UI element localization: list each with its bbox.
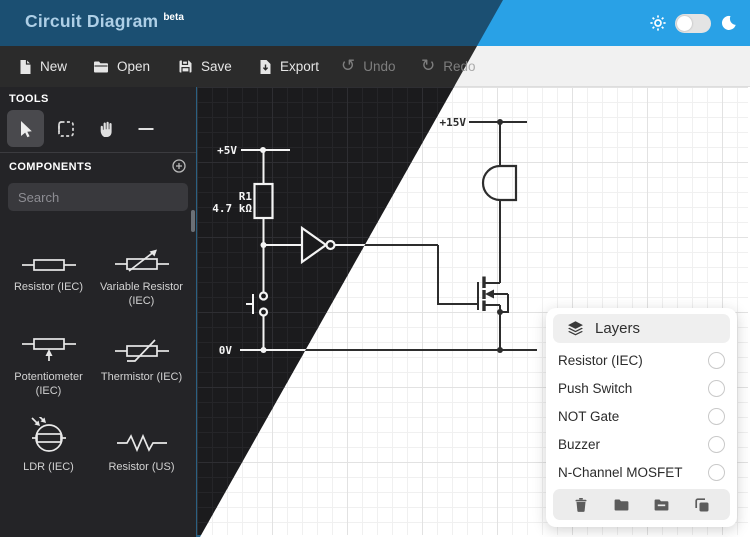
- save-label: Save: [201, 59, 232, 74]
- add-component-button[interactable]: [172, 159, 186, 173]
- component-item-potentiometer-iec[interactable]: Potentiometer (IEC): [2, 315, 95, 405]
- marquee-icon: [57, 120, 74, 137]
- layer-radio-n-channel-mosfet[interactable]: [708, 463, 725, 481]
- new-label: New: [40, 59, 68, 74]
- marquee-select-tool-button[interactable]: [47, 110, 84, 147]
- beta-badge: beta: [163, 12, 184, 23]
- undo-label: Undo: [363, 59, 396, 74]
- layers-list: Resistor (IEC) Push Switch NOT Gate Buzz…: [546, 346, 737, 486]
- theme-toggle[interactable]: [675, 13, 711, 33]
- layer-row-push-switch[interactable]: Push Switch: [546, 374, 737, 402]
- save-button[interactable]: Save: [178, 46, 232, 87]
- export-file-icon: [258, 59, 272, 75]
- resistor-us-icon: [116, 433, 167, 453]
- ungroup-layer-button[interactable]: [653, 497, 670, 513]
- group-layer-button[interactable]: [613, 497, 630, 513]
- duplicate-layer-button[interactable]: [694, 497, 710, 513]
- component-item-resistor-us[interactable]: Resistor (US): [95, 405, 188, 495]
- resistor-iec-icon: [21, 259, 76, 271]
- theme-toggle-knob[interactable]: [677, 15, 692, 31]
- layer-row-resistor-iec[interactable]: Resistor (IEC): [546, 346, 737, 374]
- plus-circle-icon: [172, 159, 186, 173]
- app-title: Circuit Diagram: [25, 11, 159, 31]
- layer-radio-buzzer[interactable]: [708, 435, 725, 453]
- theme-controls: [650, 0, 736, 46]
- layer-radio-resistor-iec[interactable]: [708, 351, 725, 369]
- layer-radio-not-gate[interactable]: [708, 407, 725, 425]
- component-item-thermistor-iec[interactable]: Thermistor (IEC): [95, 315, 188, 405]
- new-button[interactable]: New: [18, 46, 67, 87]
- sidebar: TOOLS: [0, 87, 196, 537]
- export-label: Export: [280, 59, 320, 74]
- layer-row-not-gate[interactable]: NOT Gate: [546, 402, 737, 430]
- line-icon: [138, 127, 153, 130]
- layers-panel: Layers Resistor (IEC) Push Switch NOT Ga…: [546, 308, 737, 527]
- component-list: Resistor (IEC) Variable Resistor (IEC): [2, 225, 188, 495]
- moon-icon: [721, 15, 736, 30]
- undo-icon: ↺: [341, 56, 356, 76]
- pan-tool-button[interactable]: [87, 110, 124, 147]
- layers-panel-footer: [553, 489, 730, 520]
- redo-icon: ↻: [421, 56, 436, 76]
- layer-row-buzzer[interactable]: Buzzer: [546, 430, 737, 458]
- cursor-icon: [20, 120, 32, 137]
- app-title-wrap: Circuit Diagram beta: [25, 11, 184, 32]
- tools-section-title: TOOLS: [9, 93, 49, 105]
- new-file-icon: [18, 59, 32, 75]
- save-floppy-icon: [178, 59, 193, 74]
- trash-icon: [575, 497, 587, 512]
- toolbar: New Open Save: [0, 46, 503, 87]
- layers-panel-title: Layers: [595, 320, 641, 337]
- component-item-ldr-iec[interactable]: LDR (IEC): [2, 405, 95, 495]
- components-section-header: COMPONENTS: [0, 152, 196, 178]
- layers-icon: [568, 321, 583, 336]
- folder-icon: [614, 498, 629, 511]
- components-scrollbar-thumb[interactable]: [191, 210, 195, 232]
- thermistor-iec-icon: [114, 339, 169, 362]
- export-button[interactable]: Export: [258, 46, 319, 87]
- hand-icon: [100, 121, 112, 137]
- select-tool-button[interactable]: [7, 110, 44, 147]
- tools-row: [7, 110, 164, 147]
- undo-button[interactable]: ↺ Undo: [341, 46, 396, 87]
- potentiometer-iec-icon: [21, 338, 76, 361]
- component-search-input[interactable]: [8, 183, 188, 211]
- layer-row-n-channel-mosfet[interactable]: N-Channel MOSFET: [546, 458, 737, 486]
- delete-layer-button[interactable]: [573, 497, 589, 513]
- layer-radio-push-switch[interactable]: [708, 379, 725, 397]
- folder-minus-icon: [654, 498, 669, 511]
- variable-resistor-iec-icon: [114, 249, 169, 272]
- open-label: Open: [117, 59, 151, 74]
- component-item-variable-resistor-iec[interactable]: Variable Resistor (IEC): [95, 225, 188, 315]
- sun-icon: [650, 15, 666, 31]
- ldr-iec-icon: [30, 417, 66, 452]
- app-header: Circuit Diagram beta: [0, 0, 503, 46]
- wire-tool-button[interactable]: [127, 110, 164, 147]
- open-button[interactable]: Open: [93, 46, 150, 87]
- component-item-resistor-iec[interactable]: Resistor (IEC): [2, 225, 95, 315]
- layers-panel-header[interactable]: Layers: [553, 314, 730, 343]
- open-folder-icon: [93, 60, 109, 74]
- components-section-title: COMPONENTS: [9, 161, 92, 173]
- copy-icon: [695, 497, 709, 511]
